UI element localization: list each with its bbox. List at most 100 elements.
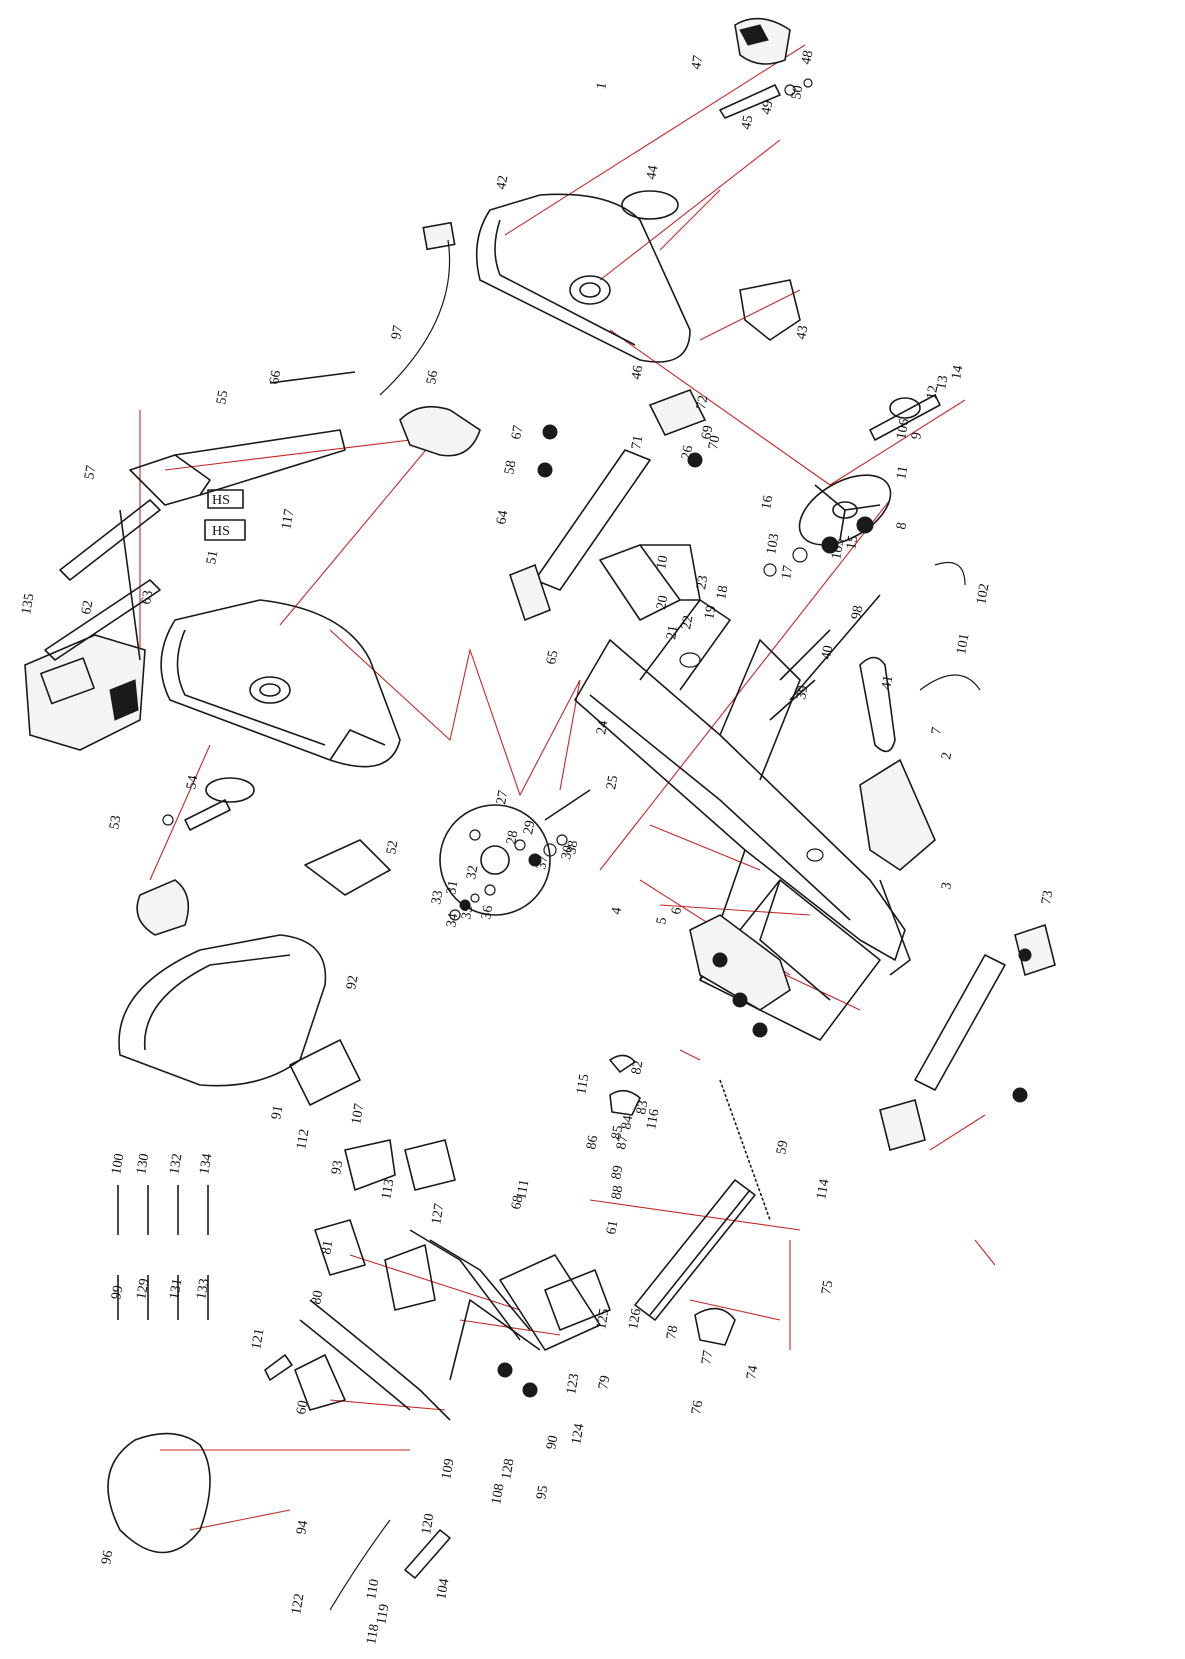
callout-18: 18: [714, 584, 731, 600]
callout-99: 99: [109, 1284, 126, 1300]
callout-123: 123: [564, 1372, 582, 1395]
callout-125: 125: [594, 1307, 612, 1330]
callout-61: 61: [604, 1219, 621, 1235]
callout-115: 115: [574, 1073, 592, 1096]
callout-67: 67: [509, 424, 526, 440]
callout-40: 40: [819, 644, 836, 660]
callout-133: 133: [194, 1277, 212, 1300]
callout-130: 130: [134, 1152, 152, 1175]
callout-86: 86: [584, 1134, 601, 1150]
callout-12: 12: [924, 384, 941, 400]
callout-6: 6: [669, 906, 685, 915]
callout-54: 54: [184, 774, 201, 790]
rear-shroud: [160, 599, 401, 768]
callout-103: 103: [764, 532, 782, 555]
callout-69: 69: [699, 424, 716, 440]
callout-105: 105: [829, 537, 847, 560]
callout-1: 1: [594, 81, 610, 90]
spring-59: [719, 1079, 771, 1221]
bracket-52: [304, 839, 391, 896]
flywheel: [439, 804, 551, 916]
rod-66: [269, 371, 356, 384]
handlebar-post: [44, 429, 346, 661]
seat-slider: [289, 1039, 456, 1191]
callout-128: 128: [499, 1457, 517, 1480]
callout-14: 14: [949, 364, 966, 380]
seat: [118, 934, 327, 1087]
clip-121: [264, 1354, 293, 1381]
callout-76: 76: [689, 1399, 706, 1415]
callout-33: 33: [429, 889, 446, 905]
callout-70: 70: [706, 434, 723, 450]
rear-stabilizer: [879, 923, 1056, 1151]
callout-17: 17: [779, 564, 796, 580]
callout-73: 73: [1039, 889, 1056, 905]
callout-4: 4: [609, 906, 625, 915]
callout-26: 26: [679, 444, 696, 460]
callout-59: 59: [774, 1139, 791, 1155]
backrest: [107, 1432, 211, 1554]
sleeve-cup: [384, 1244, 436, 1311]
callout-27: 27: [494, 789, 511, 805]
cable-assortment: [117, 1185, 209, 1320]
callout-8: 8: [894, 521, 910, 530]
callout-13: 13: [934, 374, 951, 390]
callout-106: 106: [894, 417, 912, 440]
callout-81: 81: [319, 1239, 336, 1255]
callout-135: 135: [19, 592, 37, 615]
callout-113: 113: [379, 1178, 397, 1201]
sticker-logo-1: HS: [212, 493, 230, 508]
callout-53: 53: [107, 814, 124, 830]
callout-51: 51: [204, 549, 221, 565]
callout-5: 5: [654, 916, 670, 925]
callout-118: 118: [364, 1623, 382, 1646]
callout-25: 25: [604, 774, 621, 790]
seat-frame: [299, 1229, 541, 1421]
callout-56: 56: [424, 369, 441, 385]
callout-93: 93: [329, 1159, 346, 1175]
cover-plate-56: [399, 405, 481, 457]
callout-124: 124: [569, 1422, 587, 1445]
callout-107: 107: [349, 1102, 367, 1125]
callout-44: 44: [644, 164, 661, 180]
callout-117: 117: [279, 508, 297, 531]
cable-122: [329, 1519, 391, 1611]
callout-41: 41: [879, 674, 896, 690]
callout-66: 66: [267, 369, 284, 385]
callout-104: 104: [434, 1577, 452, 1600]
cap-83: [609, 1089, 641, 1116]
power-adapter: [379, 221, 456, 396]
callout-55: 55: [214, 389, 231, 405]
callout-37: 37: [534, 854, 551, 870]
cap-82: [609, 1054, 636, 1073]
callout-45: 45: [739, 114, 756, 130]
callout-49: 49: [759, 99, 776, 115]
callout-28: 28: [504, 829, 521, 845]
callout-31: 31: [444, 879, 461, 895]
callout-116: 116: [644, 1108, 662, 1131]
callout-2: 2: [939, 751, 955, 760]
callout-91: 91: [269, 1104, 286, 1120]
callout-47: 47: [689, 54, 706, 70]
callout-19: 19: [702, 604, 719, 620]
callout-134: 134: [197, 1152, 215, 1175]
bearings: [763, 516, 874, 577]
callout-62: 62: [79, 599, 96, 615]
callout-38: 38: [564, 839, 581, 855]
brand-stickers: HS HS: [204, 489, 246, 541]
callout-71: 71: [629, 434, 646, 450]
callout-122: 122: [289, 1592, 307, 1615]
callout-15: 15: [844, 534, 861, 550]
axle-hardware: [449, 789, 591, 921]
callout-129: 129: [134, 1277, 152, 1300]
callout-74: 74: [744, 1364, 761, 1380]
callout-110: 110: [364, 1578, 382, 1601]
callout-121: 121: [249, 1327, 267, 1350]
callout-10: 10: [654, 554, 671, 570]
callout-114: 114: [814, 1178, 832, 1201]
callout-35: 35: [459, 904, 476, 920]
callout-48: 48: [799, 49, 816, 65]
callout-22: 22: [679, 614, 696, 630]
callout-24: 24: [594, 719, 611, 735]
